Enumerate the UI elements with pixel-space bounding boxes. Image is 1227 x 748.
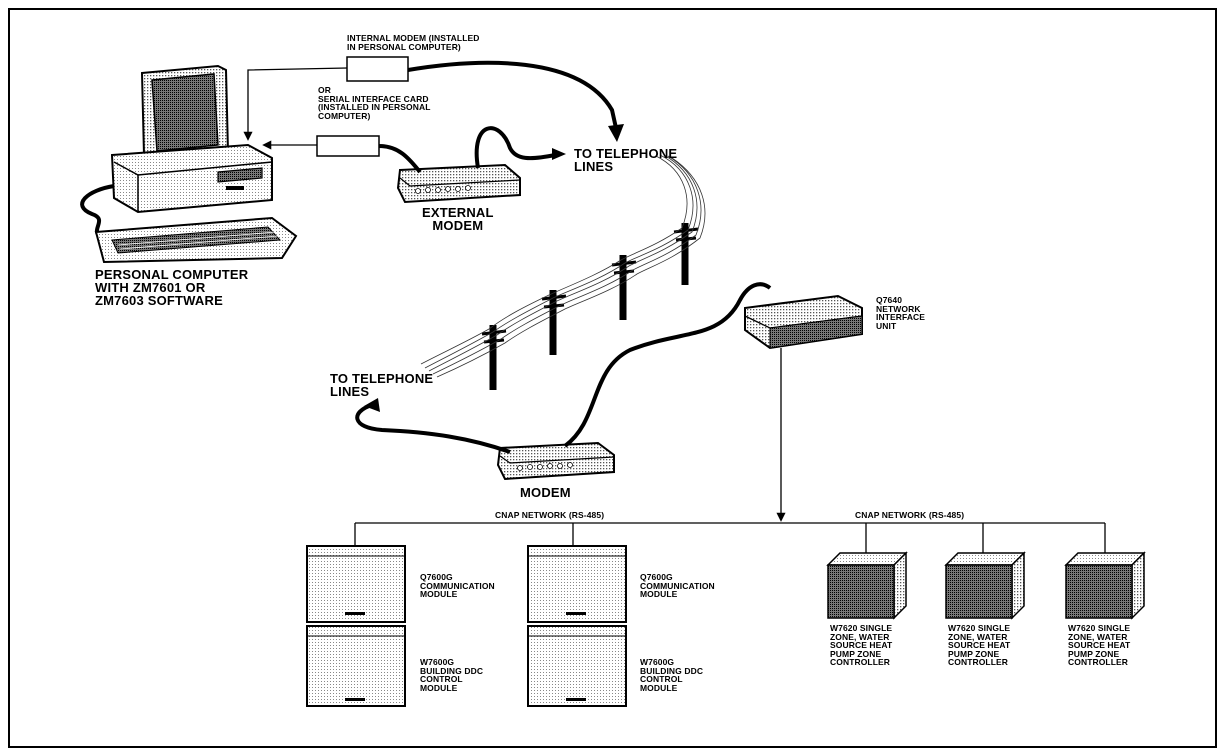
internal-modem-cable <box>407 60 618 129</box>
modem-cables <box>378 126 556 174</box>
module-stack-2 <box>527 545 627 707</box>
w7620-label-3: W7620 SINGLE ZONE, WATER SOURCE HEAT PUM… <box>1068 623 1131 667</box>
network-diagram <box>80 56 1146 707</box>
w7620-label-2: W7620 SINGLE ZONE, WATER SOURCE HEAT PUM… <box>948 623 1011 667</box>
network-interface-unit-icon <box>744 294 863 350</box>
w7620-controller-1 <box>826 551 908 620</box>
telephone-poles <box>420 154 706 390</box>
serial-interface-card-label: OR SERIAL INTERFACE CARD (INSTALLED IN P… <box>318 85 431 121</box>
q7600g-label-1: Q7600G COMMUNICATION MODULE <box>420 572 495 599</box>
to-telephone-lines-top-label: TO TELEPHONE LINES <box>574 146 678 174</box>
serial-interface-card-box <box>316 135 380 157</box>
q7600g-label-2: Q7600G COMMUNICATION MODULE <box>640 572 715 599</box>
bottom-telephone-cable <box>355 403 511 454</box>
module-stack-1 <box>306 545 406 707</box>
w7620-controller-3 <box>1064 551 1146 620</box>
pc-connection-lines <box>243 67 348 150</box>
cnap-network-left-label: CNAP NETWORK (RS-485) <box>495 510 605 520</box>
telephone-arrow-top <box>552 148 566 160</box>
to-telephone-lines-bottom-label: TO TELEPHONE LINES <box>330 371 434 399</box>
internal-modem-label: INTERNAL MODEM (INSTALLED IN PERSONAL CO… <box>347 33 480 52</box>
external-modem-label: EXTERNAL MODEM <box>422 205 494 233</box>
w7600g-label-2: W7600G BUILDING DDC CONTROL MODULE <box>640 657 704 693</box>
cnap-network-right-label: CNAP NETWORK (RS-485) <box>855 510 965 520</box>
modem-label: MODEM <box>520 485 571 500</box>
modem-to-interface-cable <box>563 282 772 448</box>
q7640-label: Q7640 NETWORK INTERFACE UNIT <box>876 295 926 331</box>
w7620-controller-2 <box>944 551 1026 620</box>
w7620-label-1: W7620 SINGLE ZONE, WATER SOURCE HEAT PUM… <box>830 623 893 667</box>
internal-modem-box <box>346 56 409 82</box>
personal-computer-label: PERSONAL COMPUTER WITH ZM7601 OR ZM7603 … <box>95 267 249 308</box>
cnap-network-bus <box>354 522 1106 556</box>
w7600g-label-1: W7600G BUILDING DDC CONTROL MODULE <box>420 657 484 693</box>
modem-icon <box>496 441 615 481</box>
personal-computer-icon <box>80 64 298 264</box>
external-modem-icon <box>396 163 521 204</box>
